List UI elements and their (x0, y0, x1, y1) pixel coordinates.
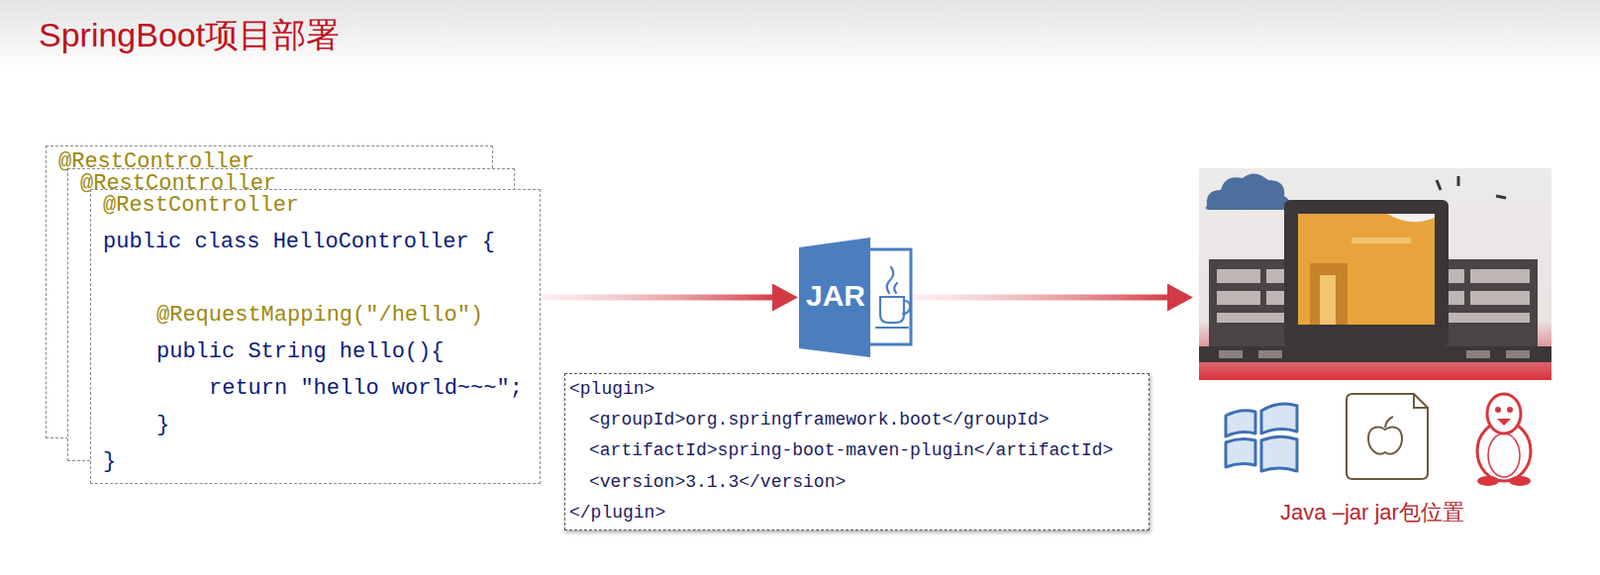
code-line: public String hello(){ (156, 338, 444, 367)
plugin-config-box: <plugin><groupId>org.springframework.boo… (564, 373, 1150, 531)
jar-icon (799, 237, 911, 358)
code-card: @RestController public class HelloControl… (90, 189, 541, 485)
slide-title: SpringBoot项目部署 (38, 13, 340, 56)
xml-line: </plugin> (569, 499, 666, 527)
code-line: public class HelloController { (102, 228, 496, 257)
windows-icon (1225, 403, 1298, 472)
xml-line: <groupId>org.springframework.boot</group… (589, 405, 1049, 434)
xml-line: <version>3.1.3</version> (589, 468, 846, 497)
code-line: } (156, 411, 170, 440)
flow-arrow (540, 295, 779, 301)
code-line: @RequestMapping("/hello") (156, 301, 484, 330)
xml-line: <artifactId>spring-boot-maven-plugin</ar… (589, 436, 1113, 465)
code-line: } (102, 448, 116, 477)
jar-label: JAR (805, 282, 866, 310)
apple-icon (1346, 394, 1428, 480)
xml-line: <plugin> (569, 375, 655, 403)
code-line: return "hello world~~~"; (208, 375, 523, 403)
linux-icon (1477, 394, 1531, 487)
server-illustration (1199, 168, 1552, 381)
header-band (0, 0, 1600, 74)
deploy-server: Java –jar jar包位置 (1193, 168, 1552, 535)
code-line: @RestController (102, 192, 300, 220)
jar-file: JAR (798, 237, 913, 358)
run-command-caption: Java –jar jar包位置 (1280, 499, 1465, 527)
flow-arrow (912, 295, 1174, 301)
